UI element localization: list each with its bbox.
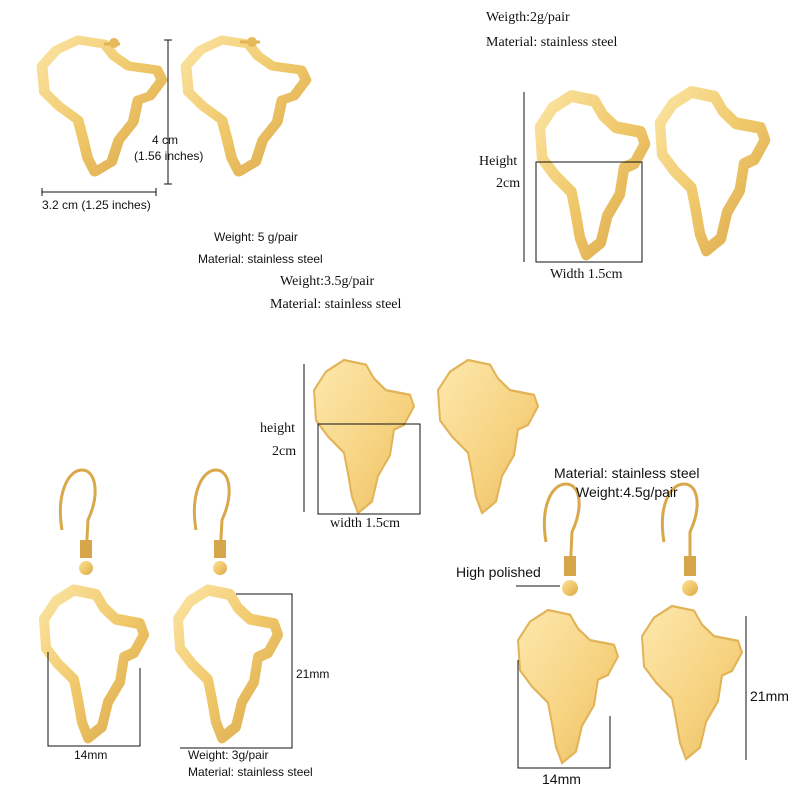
hoop-height-cm: 4 cm bbox=[152, 133, 179, 147]
outline-stud-dimension-lines bbox=[523, 92, 643, 263]
hoop-material-alt: Material: stainless steel bbox=[270, 297, 402, 312]
outline-drop-width: 14mm bbox=[74, 748, 108, 762]
outline-drop-material: Material: stainless steel bbox=[188, 765, 313, 779]
solid-drop-right bbox=[640, 482, 744, 761]
outline-stud-height-value: 2cm bbox=[496, 176, 521, 191]
outline-drop-right bbox=[178, 468, 278, 738]
solid-drop-width: 14mm bbox=[542, 771, 581, 787]
hoop-material: Material: stainless steel bbox=[198, 252, 323, 266]
hoop-earring-left bbox=[42, 38, 162, 172]
outline-drop-height: 21mm bbox=[296, 667, 330, 681]
solid-drop-dimension-lines bbox=[516, 585, 747, 769]
solid-stud-dimension-lines bbox=[303, 364, 421, 515]
solid-stud-height-value: 2cm bbox=[272, 444, 297, 459]
solid-stud-height-label: height bbox=[260, 421, 295, 436]
hoop-height-inches: (1.56 inches) bbox=[134, 149, 204, 163]
solid-drop-weight: Weight:4.5g/pair bbox=[576, 484, 678, 500]
outline-drop-weight: Weight: 3g/pair bbox=[188, 748, 269, 762]
solid-drop-height: 21mm bbox=[750, 688, 789, 704]
hoop-earring-right bbox=[186, 37, 306, 172]
solid-stud-width: width 1.5cm bbox=[330, 516, 400, 531]
outline-drop-dimension-lines bbox=[47, 593, 293, 749]
hoop-weight: Weight: 5 g/pair bbox=[214, 230, 298, 244]
hoop-width: 3.2 cm (1.25 inches) bbox=[42, 198, 151, 212]
outline-stud-weight: Weigth:2g/pair bbox=[486, 10, 570, 25]
outline-stud-width: Width 1.5cm bbox=[550, 267, 623, 282]
solid-drop-material: Material: stainless steel bbox=[554, 465, 700, 481]
hoop-dimension-lines bbox=[41, 39, 172, 196]
outline-drop-left bbox=[44, 468, 144, 738]
outline-stud-height-label: Height bbox=[479, 154, 518, 169]
outline-stud-material: Material: stainless steel bbox=[486, 35, 618, 50]
solid-drop-left bbox=[516, 482, 620, 765]
solid-drop-finish: High polished bbox=[456, 564, 541, 580]
hoop-weight-alt: Weight:3.5g/pair bbox=[280, 274, 375, 289]
